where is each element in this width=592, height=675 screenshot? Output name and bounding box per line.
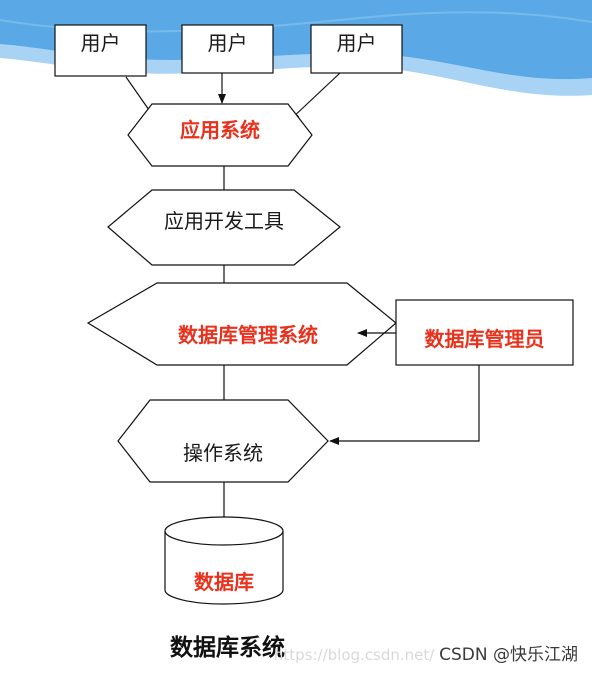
dbms-label: 数据库管理系统 bbox=[178, 323, 318, 347]
user-label-1: 用户 bbox=[80, 31, 121, 55]
database-label: 数据库 bbox=[194, 570, 254, 594]
dev-tools-label: 应用开发工具 bbox=[164, 209, 284, 233]
os-label: 操作系统 bbox=[183, 441, 263, 465]
os-hexagon bbox=[117, 399, 329, 483]
app-system-label: 应用系统 bbox=[180, 118, 260, 142]
dba-label: 数据库管理员 bbox=[424, 327, 545, 351]
user-box-1 bbox=[54, 24, 147, 77]
arrow-user3-to-app bbox=[289, 72, 341, 121]
dbms-hexagon bbox=[86, 282, 397, 366]
diagram-caption: 数据库系统 bbox=[170, 634, 285, 661]
csdn-watermark: https://blog.csdn.net/ CSDN @快乐江湖 bbox=[274, 640, 578, 665]
dev-tools-hexagon bbox=[107, 189, 341, 266]
watermark-brand: CSDN @快乐江湖 bbox=[439, 645, 578, 665]
user-box-2 bbox=[181, 24, 274, 74]
header-wave-banner bbox=[0, 0, 592, 96]
arrow-dba-to-os bbox=[329, 365, 480, 445]
app-system-hexagon bbox=[127, 103, 313, 167]
user-box-3 bbox=[310, 24, 403, 74]
user-label-2: 用户 bbox=[207, 31, 248, 55]
watermark-url: https://blog.csdn.net/ bbox=[273, 646, 435, 664]
database-cylinder bbox=[164, 516, 284, 605]
user-label-3: 用户 bbox=[336, 31, 377, 55]
